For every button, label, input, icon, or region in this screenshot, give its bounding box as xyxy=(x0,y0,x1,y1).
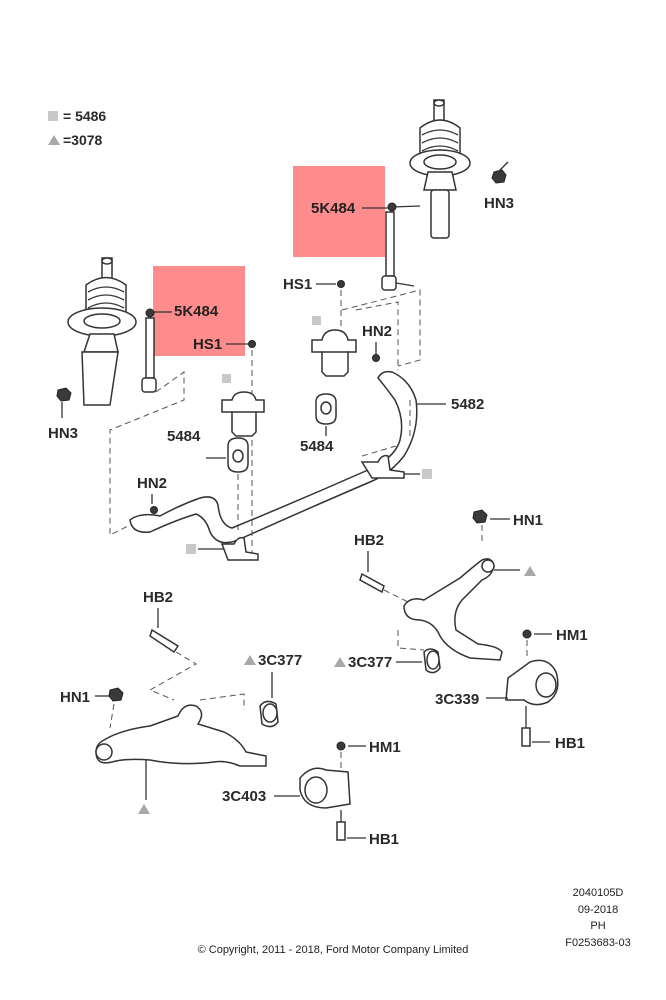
label-hb1-right[interactable]: HB1 xyxy=(555,735,585,752)
highlight-box-right-5k484[interactable] xyxy=(293,166,385,257)
stabilizer-link-right-drawing[interactable] xyxy=(381,202,421,291)
highlight-box-left-5k484[interactable] xyxy=(153,266,245,356)
label-5k484-right[interactable]: 5K484 xyxy=(311,200,356,217)
label-3c339[interactable]: 3C339 xyxy=(435,691,479,708)
marker-triangle-left-arm xyxy=(138,804,150,814)
bolt-hb1-right-icon[interactable] xyxy=(521,727,531,747)
region-code: PH xyxy=(590,920,605,932)
label-5484-right[interactable]: 5484 xyxy=(300,438,334,455)
control-arm-right-drawing[interactable] xyxy=(403,558,503,661)
bolt-hs1-left-icon[interactable] xyxy=(248,340,256,348)
label-hn1-left[interactable]: HN1 xyxy=(60,689,90,706)
label-hm1-left[interactable]: HM1 xyxy=(369,739,401,756)
nut-hn1-right-icon[interactable] xyxy=(472,509,488,524)
label-hn3-right[interactable]: HN3 xyxy=(484,195,514,212)
label-hn3-left[interactable]: HN3 xyxy=(48,425,78,442)
label-hs1-left[interactable]: HS1 xyxy=(193,336,222,353)
control-arm-left-drawing[interactable] xyxy=(95,704,267,767)
legend-square-icon xyxy=(48,111,58,121)
marker-square-right-clamp xyxy=(312,316,321,325)
figure-id: F0253683-03 xyxy=(565,937,630,949)
bolt-hs1-right-icon[interactable] xyxy=(337,280,345,288)
legend-triangle-icon xyxy=(48,135,60,145)
revision-date: 09-2018 xyxy=(578,904,618,916)
stabilizer-bar-5482-drawing[interactable] xyxy=(129,370,418,544)
label-hb2-right[interactable]: HB2 xyxy=(354,532,384,549)
marker-triangle-3c377-left xyxy=(244,655,256,665)
nut-hm1-right-icon[interactable] xyxy=(522,629,532,639)
marker-square-left-bracket xyxy=(186,544,196,554)
marker-square-left-clamp xyxy=(222,374,231,383)
ref-code: 2040105D xyxy=(573,887,624,899)
nut-hn2-left-icon[interactable] xyxy=(150,506,158,514)
bolt-hb2-left-icon[interactable] xyxy=(149,628,180,654)
label-hb1-left[interactable]: HB1 xyxy=(369,831,399,848)
nut-hn3-left-icon[interactable] xyxy=(56,387,72,402)
label-hn2-right[interactable]: HN2 xyxy=(362,323,392,340)
nut-hn2-right-icon[interactable] xyxy=(372,354,380,362)
label-hb2-left[interactable]: HB2 xyxy=(143,589,173,606)
label-3c377-left[interactable]: 3C377 xyxy=(258,652,302,669)
strut-left-drawing xyxy=(67,257,137,406)
label-5k484-left[interactable]: 5K484 xyxy=(174,303,219,320)
nut-hn3-right-icon[interactable] xyxy=(491,169,507,184)
copyright-notice: © Copyright, 2011 - 2018, Ford Motor Com… xyxy=(198,944,469,956)
marker-square-right-bracket xyxy=(422,469,432,479)
label-5484-left[interactable]: 5484 xyxy=(167,428,201,445)
marker-triangle-3c377-right xyxy=(334,657,346,667)
label-hn1-right[interactable]: HN1 xyxy=(513,512,543,529)
nut-hm1-left-icon[interactable] xyxy=(336,741,346,751)
legend-square-text: = 5486 xyxy=(63,108,106,124)
strut-right-drawing xyxy=(409,99,471,239)
label-5482[interactable]: 5482 xyxy=(451,396,484,413)
legend-triangle-text: =3078 xyxy=(63,132,103,148)
bolt-hb2-right-icon[interactable] xyxy=(359,572,385,594)
nut-hn1-left-icon[interactable] xyxy=(108,687,124,702)
bolt-hb1-left-icon[interactable] xyxy=(336,821,346,841)
label-3c377-right[interactable]: 3C377 xyxy=(348,654,392,671)
label-hs1-right[interactable]: HS1 xyxy=(283,276,312,293)
label-hn2-left[interactable]: HN2 xyxy=(137,475,167,492)
bracket-left-lower-drawing[interactable] xyxy=(220,536,259,561)
label-3c403[interactable]: 3C403 xyxy=(222,788,266,805)
stabilizer-link-left-drawing[interactable] xyxy=(141,308,157,393)
label-hm1-right[interactable]: HM1 xyxy=(556,627,588,644)
marker-triangle-right-arm xyxy=(524,566,536,576)
